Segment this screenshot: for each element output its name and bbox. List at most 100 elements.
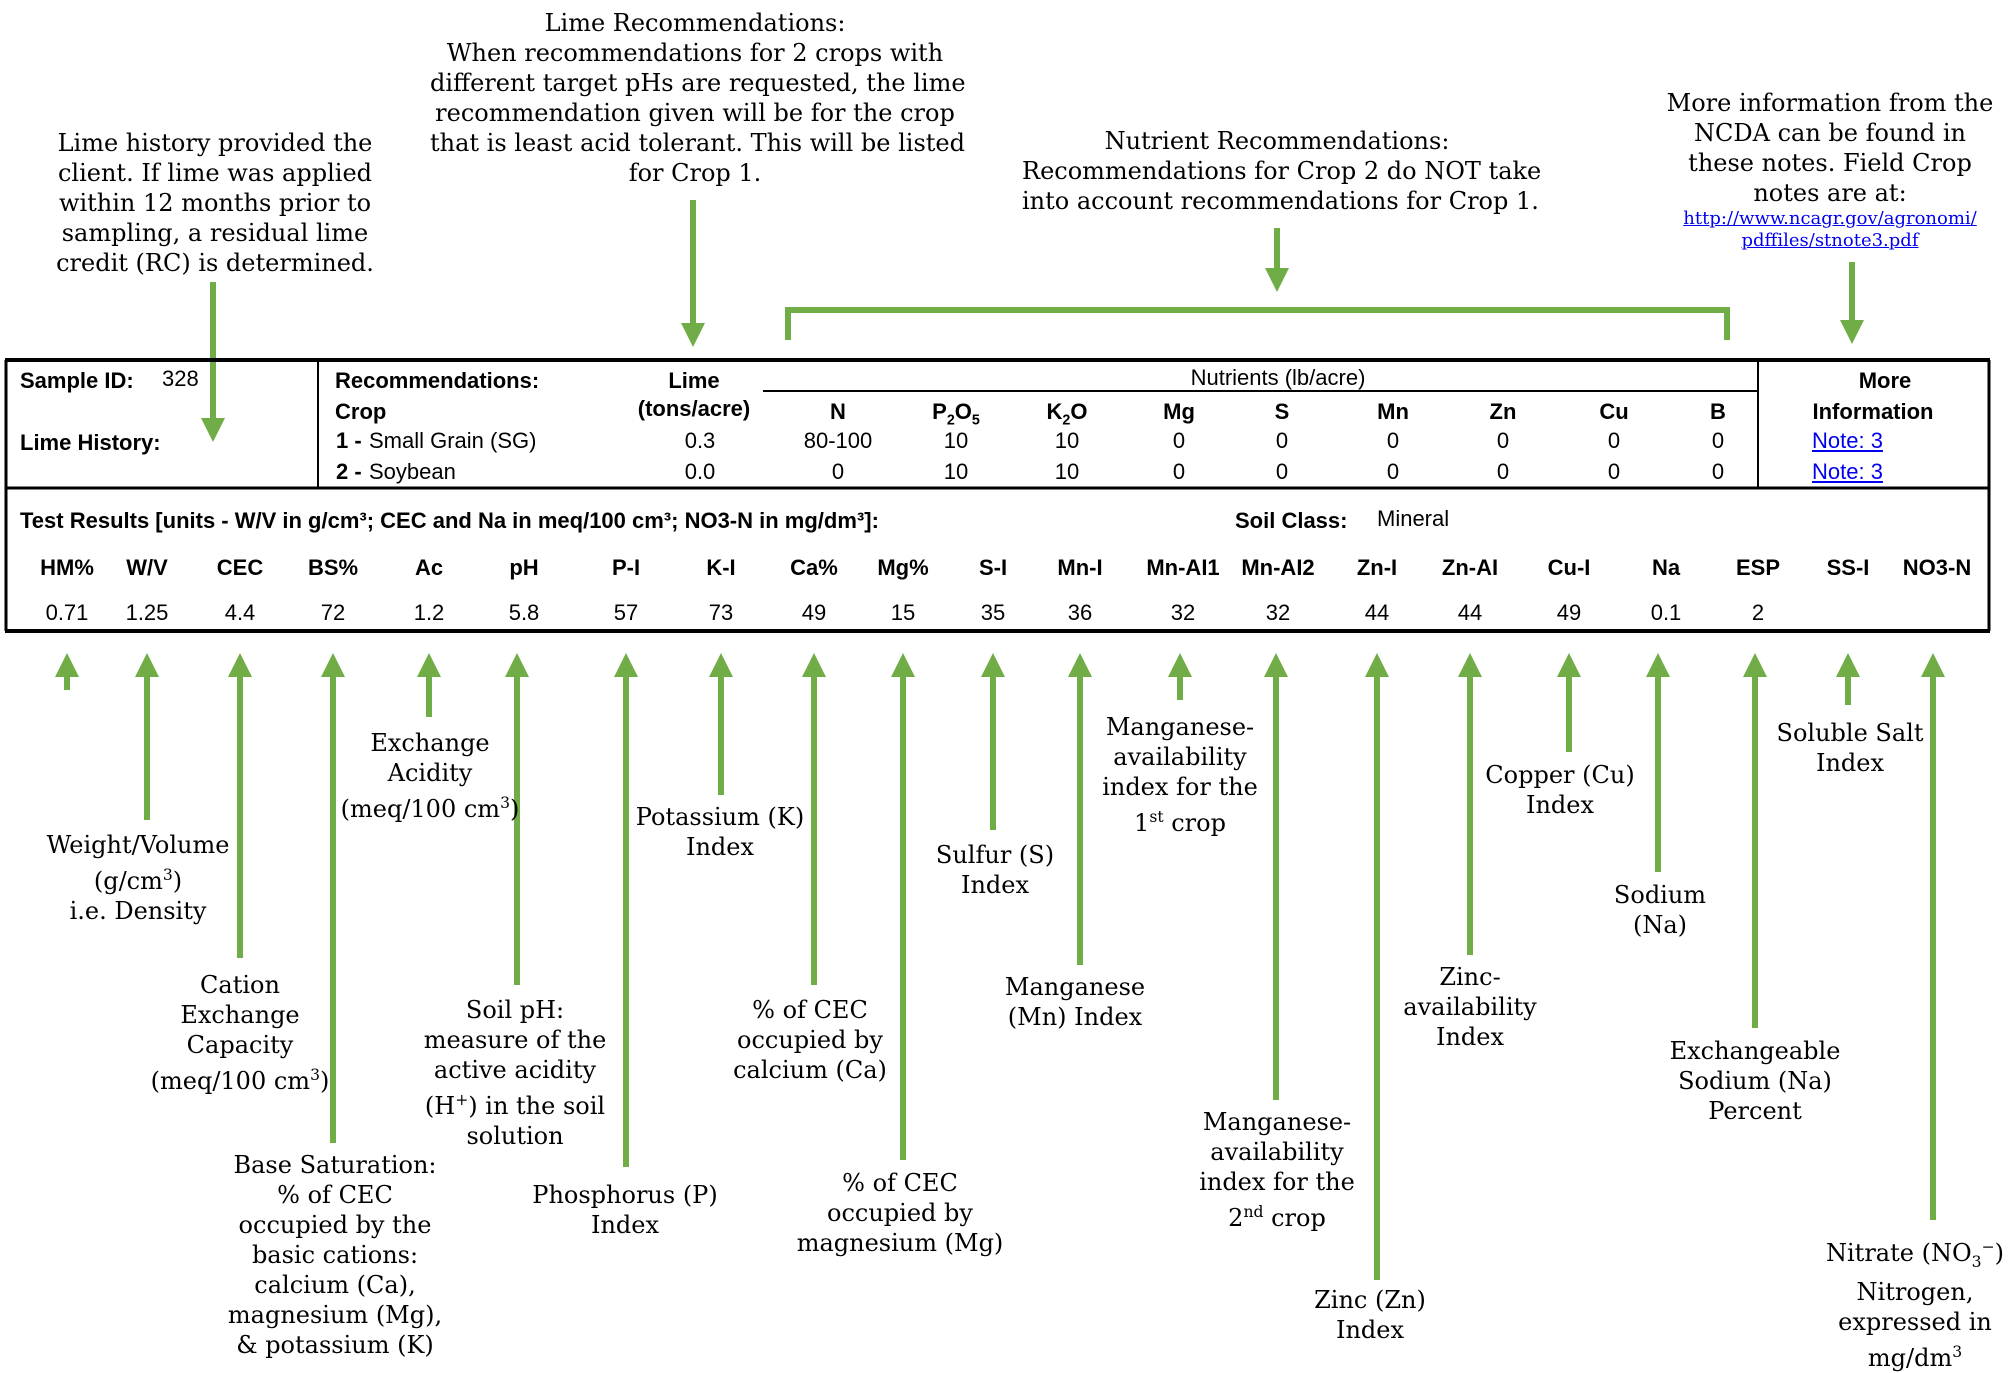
test-col-value: 44	[1457, 600, 1483, 625]
crop-1-n: 80-100	[803, 428, 873, 453]
test-col-value: 0.1	[1650, 600, 1682, 625]
crop-1-note-link[interactable]: Note: 3	[1812, 428, 1883, 453]
test-col-value: 73	[708, 600, 734, 625]
test-col-value: 15	[890, 600, 916, 625]
test-col-header: P-I	[611, 555, 641, 580]
test-col-header: BS%	[307, 555, 359, 580]
label-k: Potassium (K) Index	[635, 803, 805, 861]
label-znai: Zinc- availability Index	[1403, 963, 1537, 1051]
test-col-header: Zn-AI	[1441, 555, 1499, 580]
crop-1-num: 1 -	[336, 428, 362, 453]
crop-1-mg: 0	[1172, 428, 1186, 453]
crop-1-b: 0	[1711, 428, 1725, 453]
test-col-value: 2	[1751, 600, 1765, 625]
nutrients-header: Nutrients (lb/acre)	[1190, 365, 1366, 390]
lime-header: Lime	[668, 368, 720, 393]
nutrient-col-mn: Mn	[1377, 399, 1409, 424]
test-col-value: 49	[801, 600, 827, 625]
crop-2-name: Soybean	[369, 459, 456, 484]
nutrient-col-n: N	[830, 399, 846, 424]
label-cec: Cation Exchange Capacity (meq/100 cm3)	[150, 971, 330, 1095]
crop-1-lime: 0.3	[684, 428, 716, 453]
stnote3-link[interactable]: http://www.ncagr.gov/agronomi/	[1683, 208, 1977, 229]
crop-2-zn: 0	[1496, 459, 1510, 484]
crop-2-k2o: 10	[1054, 459, 1080, 484]
stnote3-link-cont[interactable]: pdffiles/stnote3.pdf	[1741, 230, 1919, 251]
test-col-value: 35	[980, 600, 1006, 625]
nutrient-col-cu: Cu	[1599, 399, 1629, 424]
nutrient-col-mg: Mg	[1163, 399, 1195, 424]
crop-1-name: Small Grain (SG)	[369, 428, 537, 453]
nutrient-col-p2o5: P2O5	[932, 399, 980, 429]
lime-history-note: Lime history provided the client. If lim…	[56, 129, 374, 277]
crop-2-b: 0	[1711, 459, 1725, 484]
test-col-header: pH	[509, 555, 539, 580]
nutrient-col-zn: Zn	[1489, 399, 1517, 424]
label-ac: Exchange Acidity (meq/100 cm3)	[340, 729, 520, 823]
label-cu: Copper (Cu) Index	[1485, 761, 1635, 819]
test-col-value: 1.2	[413, 600, 445, 625]
crop-2-lime: 0.0	[684, 459, 716, 484]
test-col-value: 5.8	[508, 600, 540, 625]
label-mg: % of CEC occupied by magnesium (Mg)	[796, 1169, 1004, 1257]
label-ss: Soluble Salt Index	[1776, 719, 1924, 777]
crop-1-p2o5: 10	[943, 428, 969, 453]
recommendations-label: Recommendations:	[335, 368, 540, 393]
test-col-header: NO3-N	[1902, 555, 1972, 580]
label-wv: Weight/Volume (g/cm3) i.e. Density	[46, 831, 230, 925]
label-mnai1: Manganese- availability index for the 1s…	[1102, 713, 1258, 837]
test-col-header: W/V	[126, 555, 168, 580]
lime-history-label: Lime History:	[20, 430, 161, 455]
label-no3: Nitrate (NO3−) Nitrogen, expressed in mg…	[1826, 1238, 2004, 1372]
crop-1-k2o: 10	[1054, 428, 1080, 453]
test-col-value: 32	[1170, 600, 1196, 625]
test-col-value: 49	[1556, 600, 1582, 625]
test-col-header: SS-I	[1826, 555, 1870, 580]
test-col-header: Mn-AI1	[1146, 555, 1220, 580]
more-header: More	[1858, 368, 1912, 393]
more-information-note: More information from the NCDA can be fo…	[1660, 88, 2000, 252]
sample-id-value: 328	[162, 366, 199, 391]
test-col-value: 44	[1364, 600, 1390, 625]
nutrient-col-s: S	[1274, 399, 1290, 424]
nutrient-recommendations-note: Nutrient Recommendations: Recommendation…	[1022, 127, 1542, 215]
test-col-header: Ac	[414, 555, 444, 580]
label-ca: % of CEC occupied by calcium (Ca)	[733, 996, 887, 1084]
soil-class-value: Mineral	[1377, 506, 1450, 531]
crop-1-s: 0	[1275, 428, 1289, 453]
sample-id-label: Sample ID:	[20, 368, 134, 393]
test-col-value: 32	[1265, 600, 1291, 625]
test-col-header: Mn-AI2	[1241, 555, 1315, 580]
crop-2-mg: 0	[1172, 459, 1186, 484]
nutrient-bracket	[785, 307, 1730, 340]
test-col-header: Ca%	[790, 555, 838, 580]
crop-1-cu: 0	[1607, 428, 1621, 453]
test-col-value: 57	[613, 600, 639, 625]
test-results-label: Test Results [units - W/V in g/cm³; CEC …	[20, 508, 879, 533]
test-col-value: 0.71	[45, 600, 89, 625]
test-col-header: Na	[1651, 555, 1681, 580]
label-bs: Base Saturation: % of CEC occupied by th…	[227, 1151, 443, 1359]
soil-class-label: Soil Class:	[1235, 508, 1348, 533]
label-ph: Soil pH: measure of the active acidity (…	[423, 996, 607, 1150]
lime-recommendations-note: Lime Recommendations: When recommendatio…	[430, 9, 966, 187]
label-esp: Exchangeable Sodium (Na) Percent	[1669, 1037, 1841, 1125]
crop-label: Crop	[335, 399, 387, 424]
test-col-header: HM%	[40, 555, 94, 580]
crop-1-zn: 0	[1496, 428, 1510, 453]
label-p: Phosphorus (P) Index	[532, 1181, 718, 1239]
crop-2-cu: 0	[1607, 459, 1621, 484]
test-col-header: Cu-I	[1547, 555, 1591, 580]
label-mn: Manganese (Mn) Index	[1004, 973, 1146, 1031]
lime-units: (tons/acre)	[637, 396, 751, 421]
test-col-header: Zn-I	[1356, 555, 1398, 580]
crop-2-p2o5: 10	[943, 459, 969, 484]
label-zn: Zinc (Zn) Index	[1314, 1286, 1426, 1344]
crop-2-note-link[interactable]: Note: 3	[1812, 459, 1883, 484]
test-col-header: Mn-I	[1057, 555, 1103, 580]
test-col-value: 36	[1067, 600, 1093, 625]
crop-2-num: 2 -	[336, 459, 362, 484]
crop-2-s: 0	[1275, 459, 1289, 484]
information-header: Information	[1812, 399, 1934, 424]
